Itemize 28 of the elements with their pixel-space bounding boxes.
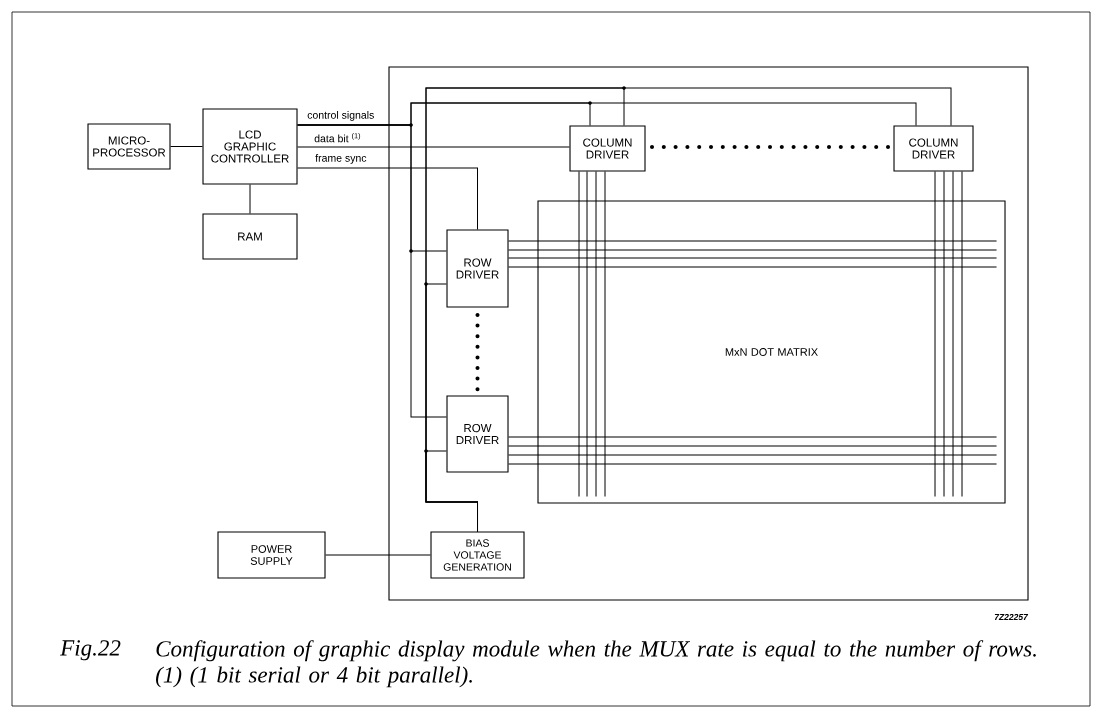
caption-text: Configuration of graphic display module when the MUX rate is equal to the number of rows. (1) (1 bit serial or 4 bit parallel). (156, 640, 1036, 688)
connector-line (297, 124, 447, 418)
connector-line (297, 167, 478, 230)
edge-label: data bit $^{(1)}$ (313, 131, 363, 144)
block-box: BIAS VOLTAGE GENERATION (430, 531, 525, 579)
drive-lines (508, 240, 998, 268)
block-box: POWER SUPPLY (217, 531, 326, 579)
connector-line (249, 184, 251, 214)
block-box: MICRO- PROCESSOR (87, 123, 171, 170)
block-box: RAM (202, 213, 298, 260)
connector-line (170, 146, 203, 147)
block-box: ROW DRIVER (446, 229, 509, 308)
drive-lines (934, 171, 963, 498)
connector-line (297, 146, 570, 148)
figure-number: Fig.22 (60, 640, 121, 661)
connector-line (325, 554, 431, 556)
block-box: ROW DRIVER (446, 395, 509, 473)
dot-matrix-box: MxN DOT MATRIX (537, 200, 1006, 504)
block-box: COLUMN DRIVER (893, 125, 974, 172)
block-box: LCD GRAPHIC CONTROLLER (202, 108, 298, 185)
drive-lines (578, 171, 606, 498)
module-frame (388, 66, 1029, 601)
connector-line (425, 450, 478, 532)
edge-label: control signals (306, 110, 376, 122)
drawing-number: 7Z22257 (994, 614, 1029, 620)
block-box: COLUMN DRIVER (569, 125, 646, 172)
edge-label: frame sync (314, 153, 368, 165)
drive-lines (508, 436, 998, 465)
